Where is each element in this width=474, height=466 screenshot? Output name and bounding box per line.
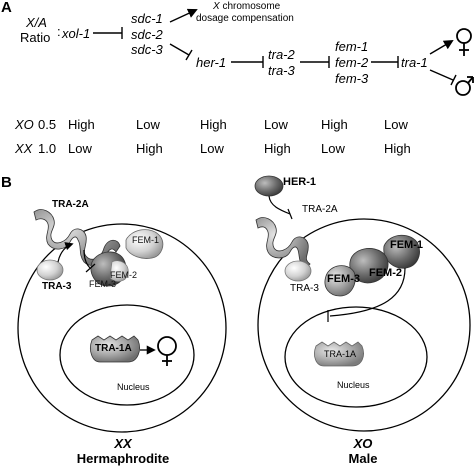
row-level: Low [68, 141, 92, 156]
arrow-sdc-dosage [169, 8, 198, 23]
right-nucleus [284, 306, 428, 408]
right-cell-membrane [257, 218, 471, 432]
right-tra1a-label: TRA-1A [324, 349, 357, 359]
row-ratio: 0.5 [38, 117, 57, 132]
ratio-colon: : [57, 24, 61, 39]
right-tra3-label: TRA-3 [290, 283, 319, 294]
gene-tra1: tra-1 [401, 55, 428, 70]
nucleus-female-symbol-icon [157, 336, 177, 366]
row-level: Low [136, 117, 160, 132]
left-fem1-protein [125, 229, 164, 259]
row-genotype: XX [15, 141, 33, 156]
right-fem1-label: FEM-1 [390, 239, 423, 251]
left-tra2a-label: TRA-2A [52, 199, 89, 210]
gene-xol1: xol-1 [62, 26, 91, 41]
row-level: Low [264, 117, 288, 132]
row-level: High [321, 117, 348, 132]
row-level: Low [384, 117, 408, 132]
row-level: Low [200, 141, 224, 156]
gene-fem1: fem-1 [335, 39, 369, 54]
row-ratio: 1.0 [38, 141, 57, 156]
right-inhibit-her1-tra2a [268, 195, 291, 215]
row-level: High [68, 117, 95, 132]
panel-a-label: A [1, 0, 12, 16]
right-her1-label: HER-1 [283, 176, 317, 188]
left-tra3-label: TRA-3 [42, 281, 72, 292]
left-sex-label: Hermaphrodite [76, 451, 170, 466]
xa-ratio-label: X/A [26, 15, 47, 30]
left-nucleus-label: Nucleus [117, 382, 150, 392]
left-cell-membrane [17, 223, 227, 433]
right-inhibit-fem-tra1a [329, 267, 406, 317]
right-tra2a-protein [255, 217, 311, 269]
left-nucleus [59, 304, 195, 406]
right-fem3-protein [324, 265, 356, 297]
left-fem3-label: FEM-3 [89, 279, 116, 289]
left-fem1-label: FEM-1 [132, 235, 159, 245]
right-nucleus-label: Nucleus [337, 380, 370, 390]
left-tra1a-label: TRA-1A [95, 343, 132, 354]
dosage-label-line2: dosage compensation [196, 13, 294, 24]
row-level: High [136, 141, 163, 156]
gene-fem2: fem-2 [335, 55, 369, 70]
inhibit-sdc-her1 [169, 43, 190, 56]
right-her1-protein [254, 175, 284, 197]
male-symbol-icon [455, 76, 474, 96]
right-tra2a-label: TRA-2A [302, 204, 338, 215]
right-cell [257, 218, 471, 432]
right-fem2-label: FEM-2 [369, 267, 402, 279]
right-fem3-label: FEM-3 [327, 273, 360, 285]
left-tra3-protein [36, 259, 64, 281]
left-tra1a-protein [90, 335, 140, 363]
left-tra2a-protein [33, 209, 121, 266]
row-level: Low [321, 141, 345, 156]
female-symbol-icon [456, 28, 472, 56]
right-tra3-protein [284, 260, 312, 282]
right-sex-label: Male [348, 451, 378, 466]
left-arrow-tra3-tra2a [57, 242, 74, 263]
left-inhibit-tra2a-fem [83, 249, 91, 269]
left-genotype-label: XX [114, 436, 132, 451]
gene-tra2: tra-2 [268, 47, 295, 62]
left-cell [17, 223, 227, 433]
gene-sdc2: sdc-2 [131, 27, 163, 42]
panel-b-label: B [1, 174, 12, 191]
inhibit-tra1-male [429, 69, 454, 81]
right-fem2-protein [349, 248, 389, 284]
row-level: High [384, 141, 411, 156]
row-genotype: XO [15, 117, 34, 132]
row-level: High [200, 117, 227, 132]
right-tra1a-protein [314, 341, 364, 367]
ratio-label: Ratio [20, 30, 51, 45]
right-genotype-label: XO [353, 436, 373, 451]
panel-a-pathway-connectors [93, 8, 457, 86]
gene-her1: her-1 [196, 55, 227, 70]
gene-fem3: fem-3 [335, 71, 369, 86]
dosage-label-line1: X chromosome [213, 1, 281, 12]
gene-sdc1: sdc-1 [131, 11, 163, 26]
arrow-tra1-herm [429, 40, 454, 55]
gene-sdc3: sdc-3 [131, 42, 163, 57]
right-fem1-protein [383, 234, 420, 269]
left-fem2-label: FEM-2 [110, 270, 137, 280]
gene-tra3: tra-3 [268, 63, 295, 78]
row-level: High [264, 141, 291, 156]
